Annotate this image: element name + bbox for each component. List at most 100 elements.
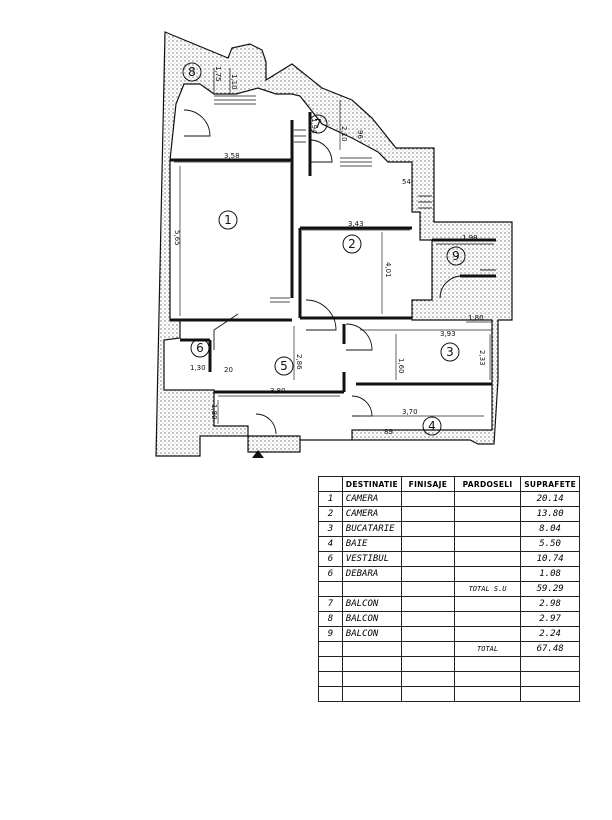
dim-label: 89 [384, 428, 393, 436]
row-nr: 6 [318, 566, 343, 582]
table-row [318, 686, 580, 702]
row-nr [318, 686, 343, 702]
row-suprafata: 2.97 [520, 611, 580, 627]
row-suprafata [520, 671, 580, 687]
row-pardoseli [453, 566, 522, 582]
dim-label: 1,80 [210, 404, 218, 420]
row-suprafata: 13.80 [520, 506, 580, 522]
dim-label: 2,86 [295, 354, 303, 370]
room-6-label: 6 [196, 341, 204, 355]
row-suprafata: 67.48 [520, 641, 580, 657]
room-7-label: 7 [314, 117, 322, 131]
row-nr: 7 [318, 596, 343, 612]
row-finisaje [400, 641, 455, 657]
room-1-label: 1 [224, 213, 232, 227]
dim-label: 2,10 [340, 126, 348, 142]
row-nr [318, 581, 343, 597]
row-pardoseli [453, 521, 522, 537]
row-pardoseli [453, 611, 522, 627]
row-pardoseli [453, 656, 522, 672]
row-pardoseli: TOTAL S.U [453, 581, 522, 597]
room-markers [182, 62, 466, 436]
dim-label: 2,33 [478, 350, 486, 366]
row-suprafata: 5.50 [520, 536, 580, 552]
row-pardoseli [453, 491, 522, 507]
col-suprafete: SUPRAFETE [520, 476, 580, 492]
floor-plan: 3,58 5,65 3,43 4,01 1,98 1,80 3,93 1,60 … [155, 31, 513, 458]
dim-label: 1,94 [310, 118, 318, 134]
row-pardoseli [453, 551, 522, 567]
dim-label: 1,98 [462, 234, 478, 242]
entrance-arrow-icon [252, 450, 264, 458]
row-finisaje [400, 566, 455, 582]
row-suprafata: 1.08 [520, 566, 580, 582]
row-nr: 4 [318, 536, 343, 552]
dim-label: 1,10 [230, 74, 238, 90]
room-5-label: 5 [280, 359, 288, 373]
dim-label: 54 [402, 178, 411, 186]
row-pardoseli [453, 536, 522, 552]
row-nr [318, 671, 343, 687]
row-pardoseli [453, 506, 522, 522]
row-suprafata: 2.98 [520, 596, 580, 612]
row-nr: 3 [318, 521, 343, 537]
dim-label: 20 [224, 366, 233, 374]
row-nr: 6 [318, 551, 343, 567]
row-nr: 1 [318, 491, 343, 507]
row-destinatie: BALCON [341, 611, 402, 627]
row-destinatie: CAMERA [341, 491, 402, 507]
dim-label: 3,70 [402, 408, 418, 416]
dim-label: 3,80 [270, 387, 286, 395]
room-numbers: 1 2 3 4 5 6 7 8 9 [188, 65, 460, 433]
row-suprafata: 59.29 [520, 581, 580, 597]
windows [214, 95, 496, 303]
row-pardoseli [453, 671, 522, 687]
row-destinatie: BALCON [341, 626, 402, 642]
row-destinatie [341, 671, 402, 687]
row-pardoseli [453, 596, 522, 612]
row-finisaje [400, 536, 455, 552]
dim-label: 3,58 [224, 152, 240, 160]
dim-label: 1,30 [190, 364, 206, 372]
dim-label: 3,43 [348, 220, 364, 228]
row-suprafata [520, 656, 580, 672]
room-3-label: 3 [446, 345, 454, 359]
row-destinatie [341, 581, 402, 597]
col-pardoseli: PARDOSELI [453, 476, 522, 492]
col-destinatie: DESTINATIE [341, 476, 402, 492]
row-destinatie: BALCON [341, 596, 402, 612]
row-destinatie: VESTIBUL [341, 551, 402, 567]
room-8-label: 8 [188, 65, 196, 79]
dim-label: 3,93 [440, 330, 456, 338]
row-destinatie [341, 656, 402, 672]
row-pardoseli [453, 626, 522, 642]
row-destinatie [341, 641, 402, 657]
dim-label: 1,80 [468, 314, 484, 322]
row-nr: 2 [318, 506, 343, 522]
row-finisaje [400, 491, 455, 507]
row-destinatie: DEBARA [341, 566, 402, 582]
row-suprafata: 10.74 [520, 551, 580, 567]
dimension-lines [174, 68, 494, 424]
row-finisaje [400, 521, 455, 537]
col-finisaje: FINISAJE [400, 476, 455, 492]
room-9-label: 9 [452, 249, 460, 263]
row-suprafata: 8.04 [520, 521, 580, 537]
row-suprafata: 2.24 [520, 626, 580, 642]
room-4-label: 4 [428, 419, 436, 433]
row-nr: 8 [318, 611, 343, 627]
row-pardoseli [453, 686, 522, 702]
row-finisaje [400, 686, 455, 702]
row-suprafata [520, 686, 580, 702]
row-nr [318, 641, 343, 657]
dim-label: 4,01 [384, 262, 392, 278]
row-destinatie: BAIE [341, 536, 402, 552]
